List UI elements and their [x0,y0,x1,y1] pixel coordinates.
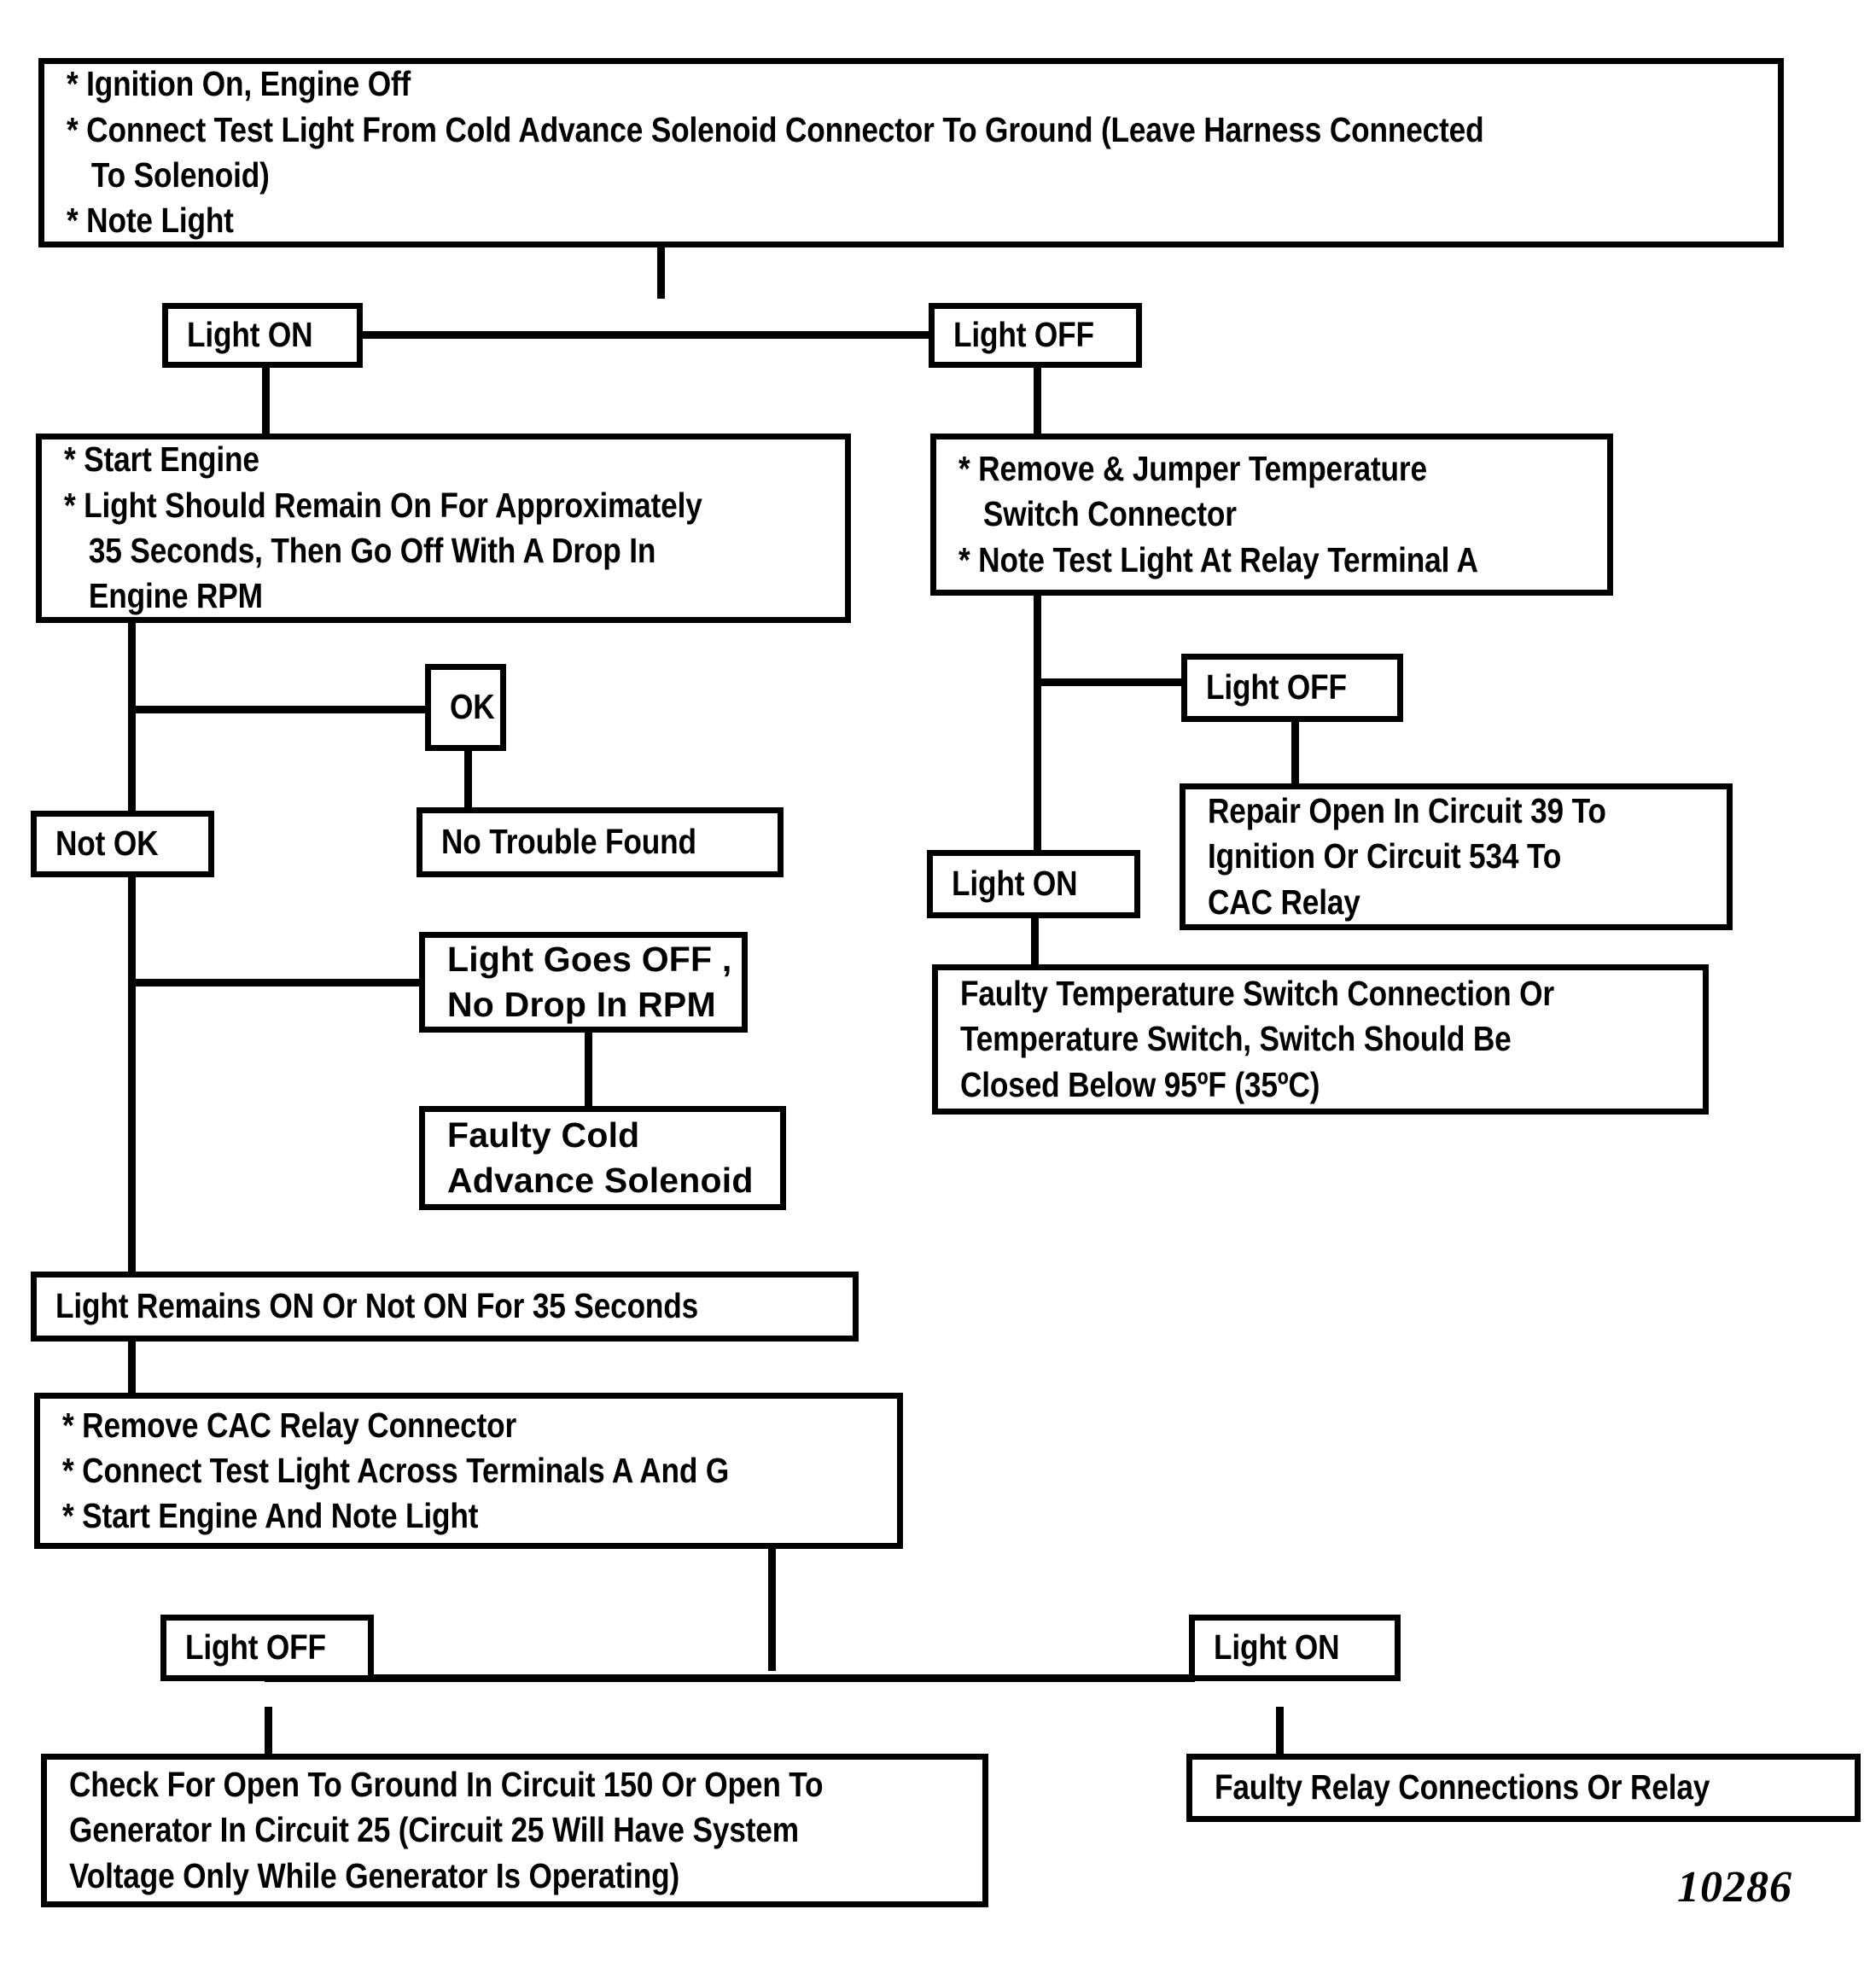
connector-bus-bottom [265,1674,1195,1682]
figure-number: 10286 [1677,1863,1792,1912]
light-off-branch-2: Light OFF [1181,654,1403,722]
connector-to-ok [128,706,427,713]
connector-to-lightoff2 [1034,678,1183,686]
connector-lighton2-down [1031,917,1039,964]
light-goes-off-text: Light Goes OFF , No Drop In RPM [447,939,732,1024]
not-ok-branch-label: Not OK [55,824,159,864]
remove-cac-relay-text: * Remove CAC Relay Connector * Connect T… [62,1405,730,1536]
light-on-branch-1: Light ON [162,303,363,368]
connector-lightoff2-down [1291,721,1299,785]
connector-removejumper-down [1034,596,1041,877]
start-test-text: * Ignition On, Engine Off * Connect Test… [67,64,1484,241]
remove-cac-relay-box: * Remove CAC Relay Connector * Connect T… [34,1393,903,1549]
connector-lightgoesoff-down [585,1028,592,1109]
check-for-open-text: Check For Open To Ground In Circuit 150 … [69,1765,824,1895]
ok-branch: OK [425,664,506,751]
connector-startengine-down [128,623,136,819]
connector-ok-down [464,751,472,809]
remove-jumper-text: * Remove & Jumper Temperature Switch Con… [958,449,1478,579]
connector-lightremains-down [128,1340,136,1395]
check-for-open-box: Check For Open To Ground In Circuit 150 … [41,1754,988,1907]
faulty-temperature-switch-text: Faulty Temperature Switch Connection Or … [960,974,1554,1104]
light-on-branch-3: Light ON [1189,1615,1401,1681]
light-off-branch-2-label: Light OFF [1206,667,1347,707]
faulty-temperature-switch-box: Faulty Temperature Switch Connection Or … [932,964,1709,1115]
connector-bus-level1 [263,331,954,339]
connector-start-down [657,247,665,299]
start-engine-text: * Start Engine * Light Should Remain On … [64,439,702,616]
light-goes-off-no-drop-box: Light Goes OFF , No Drop In RPM [419,932,748,1033]
light-on-branch-3-label: Light ON [1214,1627,1340,1668]
light-remains-on-box: Light Remains ON Or Not ON For 35 Second… [31,1272,859,1342]
ok-branch-label: OK [450,687,495,727]
light-on-branch-2-label: Light ON [952,864,1078,904]
light-remains-on-label: Light Remains ON Or Not ON For 35 Second… [55,1286,699,1326]
connector-lighton1-down [262,367,270,435]
start-test-box: * Ignition On, Engine Off * Connect Test… [38,58,1784,247]
connector-lightoff1-down [1034,367,1041,435]
not-ok-branch: Not OK [31,811,214,877]
repair-open-text: Repair Open In Circuit 39 To Ignition Or… [1208,791,1606,922]
connector-lighton3-down [1276,1707,1284,1756]
connector-to-lightgoesoff [128,979,422,987]
faulty-cold-advance-text: Faulty Cold Advance Solenoid [447,1115,754,1200]
light-on-branch-2: Light ON [927,850,1140,918]
connector-lightoff3-down [265,1707,272,1758]
faulty-relay-connections-box: Faulty Relay Connections Or Relay [1186,1754,1861,1822]
no-trouble-found-label: No Trouble Found [441,822,696,862]
connector-removecac-down [768,1547,776,1671]
light-off-branch-1: Light OFF [929,303,1142,368]
faulty-cold-advance-solenoid-box: Faulty Cold Advance Solenoid [419,1106,786,1210]
connector-notok-down [128,853,136,1280]
no-trouble-found-box: No Trouble Found [417,807,784,877]
repair-open-circuit-box: Repair Open In Circuit 39 To Ignition Or… [1180,783,1733,930]
light-on-branch-1-label: Light ON [187,315,313,355]
light-off-branch-3-label: Light OFF [185,1627,326,1668]
remove-jumper-temp-switch-box: * Remove & Jumper Temperature Switch Con… [930,434,1613,596]
faulty-relay-label: Faulty Relay Connections Or Relay [1215,1767,1710,1807]
light-off-branch-3: Light OFF [160,1615,374,1681]
light-off-branch-1-label: Light OFF [953,315,1094,355]
start-engine-box: * Start Engine * Light Should Remain On … [36,434,851,623]
